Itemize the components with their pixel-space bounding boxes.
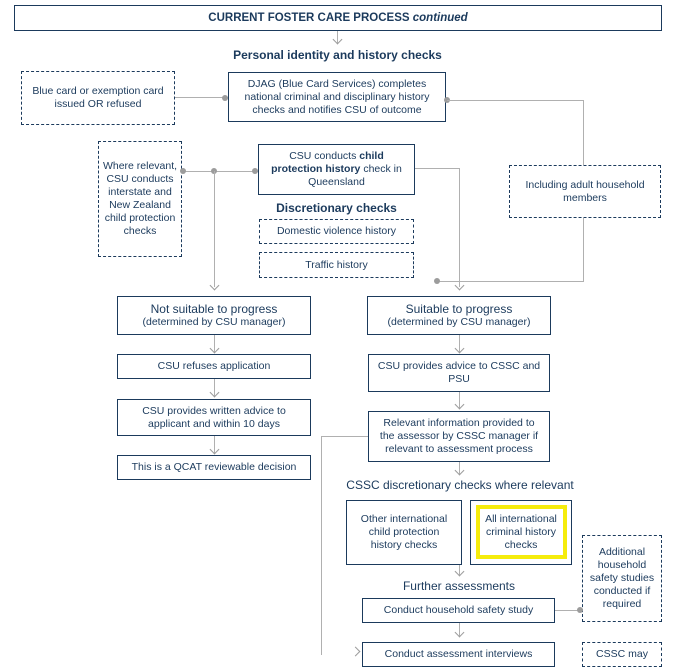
arrow-head (454, 399, 465, 410)
csu-conducts-box: CSU conducts child protection history ch… (258, 144, 415, 195)
suitable-sub: (determined by CSU manager) (387, 315, 531, 328)
arrow-head (209, 280, 220, 291)
connector (214, 436, 216, 453)
connector-dot (180, 168, 186, 174)
connector (321, 436, 368, 438)
suitable-box: Suitable to progress (determined by CSU … (367, 296, 551, 335)
title-box: CURRENT FOSTER CARE PROCESS continued (14, 5, 662, 31)
csu-refuses-box: CSU refuses application (117, 354, 311, 379)
csu-conducts-text: CSU conducts child protection history ch… (271, 150, 402, 188)
advice-cssc-box: CSU provides advice to CSSC and PSU (368, 354, 550, 392)
other-international-box: Other international child protection his… (346, 500, 462, 565)
advice-cssc-text: CSU provides advice to CSSC and PSU (377, 360, 541, 385)
connector (321, 436, 323, 655)
section-identity-checks: Personal identity and history checks (233, 48, 442, 62)
blue-card-box: Blue card or exemption card issued OR re… (21, 71, 175, 125)
connector (337, 31, 339, 43)
arrow-head (209, 444, 220, 455)
connector (583, 218, 585, 281)
interstate-text: Where relevant, CSU conducts interstate … (102, 160, 178, 237)
relevant-info-text: Relevant information provided to the ass… (379, 417, 539, 455)
all-international-text: All international criminal history check… (485, 513, 557, 551)
interstate-box: Where relevant, CSU conducts interstate … (98, 141, 182, 257)
connector (415, 168, 460, 170)
djag-box: DJAG (Blue Card Services) completes nati… (228, 72, 446, 122)
suitable-text: Suitable to progress (405, 301, 513, 316)
arrow-head (454, 627, 465, 638)
arrow-head (454, 566, 465, 577)
connector (459, 335, 461, 352)
connector-dot (577, 607, 583, 613)
connector (214, 379, 216, 396)
connector (214, 171, 216, 287)
traffic-text: Traffic history (305, 258, 368, 271)
not-suitable-sub: (determined by CSU manager) (142, 315, 286, 328)
traffic-box: Traffic history (259, 252, 414, 278)
other-international-text: Other international child protection his… (360, 513, 448, 551)
connector (459, 565, 461, 576)
connector (437, 281, 584, 283)
arrow-head (209, 387, 220, 398)
household-study-text: Conduct household safety study (383, 604, 534, 616)
written-advice-text: CSU provides written advice to applicant… (142, 404, 286, 430)
qcat-box: This is a QCAT reviewable decision (117, 455, 311, 480)
connector (459, 623, 461, 637)
adult-members-box: Including adult household members (509, 165, 661, 218)
connector-dot (434, 278, 440, 284)
connector (459, 462, 461, 475)
connector (182, 171, 258, 173)
relevant-info-box: Relevant information provided to the ass… (368, 411, 550, 462)
section-cssc-checks: CSSC discretionary checks where relevant (346, 478, 574, 492)
qcat-text: This is a QCAT reviewable decision (131, 461, 297, 473)
not-suitable-box: Not suitable to progress (determined by … (117, 296, 311, 335)
written-advice-box: CSU provides written advice to applicant… (117, 399, 311, 436)
arrow-head (209, 343, 220, 354)
blue-card-text: Blue card or exemption card issued OR re… (32, 85, 164, 110)
csu-refuses-text: CSU refuses application (157, 360, 271, 372)
additional-household-box: Additional household safety studies cond… (582, 535, 662, 622)
section-further-assessments: Further assessments (402, 579, 516, 593)
connector-dot (222, 95, 228, 101)
connector (214, 335, 216, 352)
not-suitable-text: Not suitable to progress (150, 301, 278, 316)
title-suffix: continued (412, 12, 468, 24)
connector-dot (252, 168, 258, 174)
arrow-head (454, 465, 465, 476)
household-study-box: Conduct household safety study (362, 598, 555, 623)
connector (447, 100, 583, 102)
section-discretionary-checks: Discretionary checks (276, 201, 397, 215)
arrow-head (454, 343, 465, 354)
arrow-head (332, 34, 343, 45)
all-international-box: All international criminal history check… (470, 500, 572, 565)
domestic-violence-text: Domestic violence history (276, 225, 397, 237)
title-main: CURRENT FOSTER CARE PROCESS (208, 12, 410, 24)
connector (583, 100, 585, 165)
connector (175, 97, 228, 99)
connector (555, 610, 582, 612)
adult-members-text: Including adult household members (525, 178, 645, 204)
connector (459, 392, 461, 408)
connector (459, 168, 461, 287)
djag-text: DJAG (Blue Card Services) completes nati… (244, 77, 430, 116)
domestic-violence-box: Domestic violence history (259, 219, 414, 244)
highlight-frame (476, 505, 567, 559)
additional-household-text: Additional household safety studies cond… (589, 546, 655, 610)
